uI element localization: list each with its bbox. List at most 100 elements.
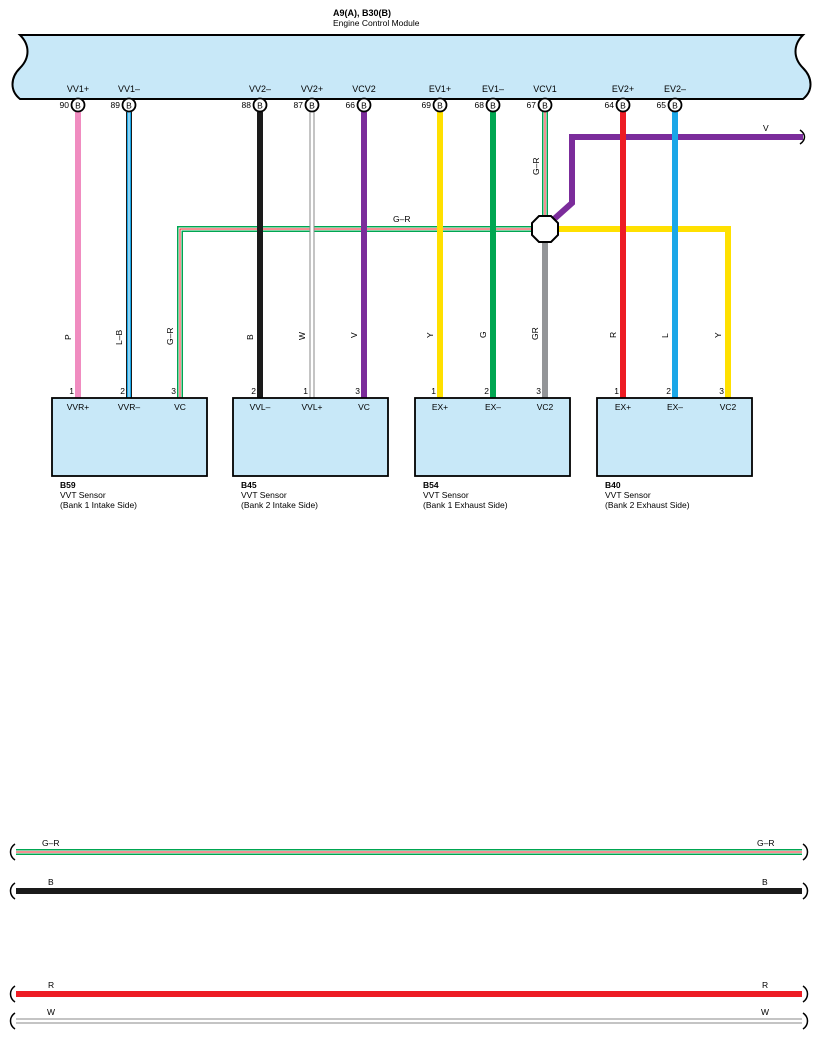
ecm-pin-number: 68 xyxy=(475,100,485,110)
sensor-pin-number: 1 xyxy=(303,386,308,396)
sensor-pin-label: VC2 xyxy=(537,402,554,412)
ecm-pin-connector: B xyxy=(437,101,443,111)
ecm-pin-label: VV2+ xyxy=(301,84,323,94)
legend-label-r-right: R xyxy=(762,980,768,990)
ecm-pin-number: 88 xyxy=(242,100,252,110)
ecm-pin-terminal xyxy=(252,97,268,113)
ecm-pin-label: VCV1 xyxy=(533,84,557,94)
wire-label-gr-b59: G–R xyxy=(165,328,175,345)
ecm-pin-label: EV2+ xyxy=(612,84,634,94)
wire-violet-v-out xyxy=(550,134,803,223)
ecm-pin-terminal xyxy=(432,97,448,113)
ecm-pin-label: EV1+ xyxy=(429,84,451,94)
legend-label-b-right: B xyxy=(762,877,768,887)
ecm-pin-terminal xyxy=(70,97,86,113)
ecm-pin-connector: B xyxy=(361,101,367,111)
ecm-pin-connector: B xyxy=(490,101,496,111)
ecm-pin-terminal xyxy=(537,97,553,113)
sensor-pin-label: EX– xyxy=(485,402,501,412)
ecm-pin-vv1m: VV1– 89 B xyxy=(111,84,140,113)
sensor-pin-number: 1 xyxy=(614,386,619,396)
ecm-pin-number: 64 xyxy=(605,100,615,110)
sensor-detail: (Bank 2 Exhaust Side) xyxy=(605,500,690,510)
wire-label-p: P xyxy=(63,334,73,340)
sensor-detail: (Bank 2 Intake Side) xyxy=(241,500,318,510)
sensor-pin-number: 2 xyxy=(120,386,125,396)
ecm-pin-connector: B xyxy=(672,101,678,111)
wire-label-g: G xyxy=(478,331,488,338)
sensor-pin-number: 3 xyxy=(536,386,541,396)
wire-label-v-b45: V xyxy=(349,332,359,338)
sensor-name: VVT Sensor xyxy=(605,490,651,500)
ecm-pin-number: 90 xyxy=(60,100,70,110)
sensor-detail: (Bank 1 Intake Side) xyxy=(60,500,137,510)
sensor-name: VVT Sensor xyxy=(423,490,469,500)
ecm-pin-number: 69 xyxy=(422,100,432,110)
sensor-pin-label: VC2 xyxy=(720,402,737,412)
wire-label-b: B xyxy=(245,334,255,340)
wire-label-y-b40: Y xyxy=(713,332,723,338)
ecm-pin-terminal xyxy=(121,97,137,113)
ecm-pin-number: 89 xyxy=(111,100,121,110)
sensor-pin-number: 3 xyxy=(355,386,360,396)
sensor-code: B45 xyxy=(241,480,257,490)
sensor-pin-label: EX+ xyxy=(615,402,631,412)
sensor-pin-number: 2 xyxy=(251,386,256,396)
ecm-pin-label: VV1– xyxy=(118,84,140,94)
wire-gr-vc-harness xyxy=(177,226,545,398)
ecm-pin-connector: B xyxy=(620,101,626,111)
ecm-pin-terminal xyxy=(615,97,631,113)
splice-junction xyxy=(531,215,559,243)
wire-label-w: W xyxy=(297,332,307,340)
ecm-pin-vv2m: VV2– 88 B xyxy=(242,84,271,113)
legend-label-gr-right: G–R xyxy=(757,838,774,848)
ecm-pin-label: VV1+ xyxy=(67,84,89,94)
ecm-pin-vcv1: VCV1 67 B xyxy=(527,84,557,113)
legend-label-gr-left: G–R xyxy=(42,838,59,848)
legend-label-w-right: W xyxy=(761,1007,769,1017)
ecm-pin-label: VV2– xyxy=(249,84,271,94)
ecm-pin-number: 87 xyxy=(294,100,304,110)
wire-label-y-b54: Y xyxy=(425,332,435,338)
legend-break-marks xyxy=(9,843,809,1030)
ecm-pin-number: 65 xyxy=(657,100,667,110)
ecm-pin-ev2m: EV2– 65 B xyxy=(657,84,686,113)
legend-label-w-left: W xyxy=(47,1007,55,1017)
sensor-pin-label: EX– xyxy=(667,402,683,412)
sensor-body xyxy=(232,397,389,477)
sensor-pin-number: 2 xyxy=(484,386,489,396)
sensor-pin-label: VVR– xyxy=(118,402,140,412)
ecm-pin-number: 67 xyxy=(527,100,537,110)
legend-label-b-left: B xyxy=(48,877,54,887)
ecm-pin-connector: B xyxy=(257,101,263,111)
ecm-body xyxy=(11,34,812,100)
sensor-code: B54 xyxy=(423,480,439,490)
sensor-pin-number: 2 xyxy=(666,386,671,396)
ecm-pin-terminal xyxy=(304,97,320,113)
ecm-pin-connector: B xyxy=(542,101,548,111)
ecm-pin-connector: B xyxy=(126,101,132,111)
ecm-pin-label: VCV2 xyxy=(352,84,376,94)
ecm-connector-title: A9(A), B30(B) xyxy=(333,8,391,18)
wire-label-gr-horizontal: G–R xyxy=(393,214,410,224)
sensor-pin-number: 3 xyxy=(719,386,724,396)
sensor-detail: (Bank 1 Exhaust Side) xyxy=(423,500,508,510)
sensor-code: B40 xyxy=(605,480,621,490)
ecm-pin-terminal xyxy=(485,97,501,113)
sensor-pin-label: VC xyxy=(358,402,370,412)
sensor-pin-number: 3 xyxy=(171,386,176,396)
sensor-name: VVT Sensor xyxy=(60,490,106,500)
sensor-name: VVT Sensor xyxy=(241,490,287,500)
sensor-pin-number: 1 xyxy=(69,386,74,396)
ecm-pin-label: EV2– xyxy=(664,84,686,94)
sensor-pin-number: 1 xyxy=(431,386,436,396)
wire-label-l: L xyxy=(660,333,670,338)
